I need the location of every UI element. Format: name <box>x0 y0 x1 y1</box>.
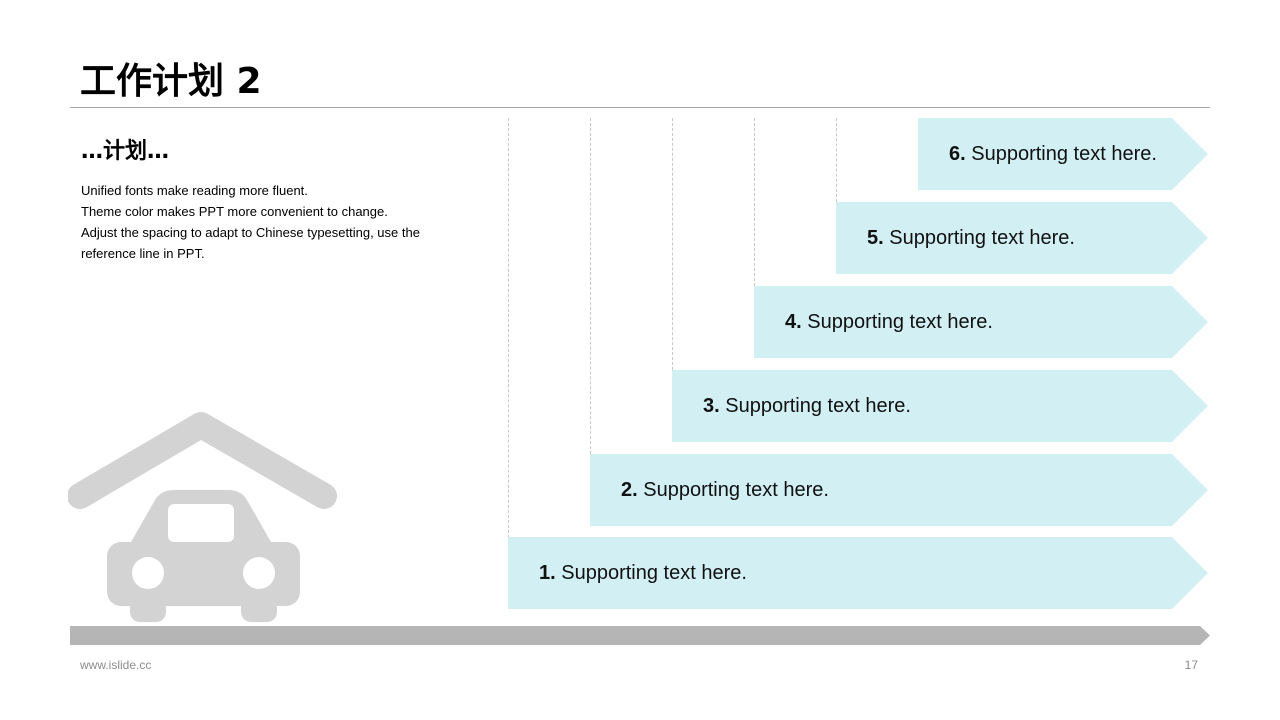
body-line: Adjust the spacing to adapt to Chinese t… <box>81 225 420 240</box>
step-arrow-6 <box>918 118 1208 190</box>
step-number: 3. <box>703 395 720 417</box>
step-arrow-3 <box>672 370 1208 442</box>
step-arrow-2 <box>590 454 1208 526</box>
step-label-6: 6. Supporting text here. <box>949 118 1157 190</box>
guide-line <box>590 118 591 454</box>
step-text: Supporting text here. <box>807 311 993 333</box>
step-text: Supporting text here. <box>725 395 911 417</box>
step-number: 6. <box>949 143 966 165</box>
body-text: Unified fonts make reading more fluent. … <box>81 180 481 264</box>
guide-line <box>754 118 755 286</box>
car-garage-icon <box>67 412 340 633</box>
step-number: 1. <box>539 562 556 584</box>
page-number: 17 <box>1184 658 1198 672</box>
page-title: 工作计划 2 <box>80 61 262 102</box>
step-label-5: 5. Supporting text here. <box>867 202 1075 274</box>
step-arrow-4 <box>754 286 1208 358</box>
step-number: 5. <box>867 227 884 249</box>
body-line: reference line in PPT. <box>81 246 205 261</box>
guide-line <box>836 118 837 202</box>
step-number: 2. <box>621 479 638 501</box>
step-text: Supporting text here. <box>643 479 829 501</box>
step-text: Supporting text here. <box>971 143 1157 165</box>
title-divider <box>70 107 1210 108</box>
footer-url: www.islide.cc <box>80 658 152 672</box>
step-label-1: 1. Supporting text here. <box>539 537 747 609</box>
guide-line <box>508 118 509 538</box>
step-text: Supporting text here. <box>889 227 1075 249</box>
guide-line <box>672 118 673 370</box>
step-label-2: 2. Supporting text here. <box>621 454 829 526</box>
body-line: Unified fonts make reading more fluent. <box>81 183 308 198</box>
step-arrow-1 <box>508 537 1208 609</box>
step-text: Supporting text here. <box>561 562 747 584</box>
body-line: Theme color makes PPT more convenient to… <box>81 204 388 219</box>
step-label-4: 4. Supporting text here. <box>785 286 993 358</box>
step-label-3: 3. Supporting text here. <box>703 370 911 442</box>
section-heading: …计划… <box>81 139 170 164</box>
timeline-bar <box>70 626 1210 645</box>
step-number: 4. <box>785 311 802 333</box>
step-arrow-5 <box>836 202 1208 274</box>
